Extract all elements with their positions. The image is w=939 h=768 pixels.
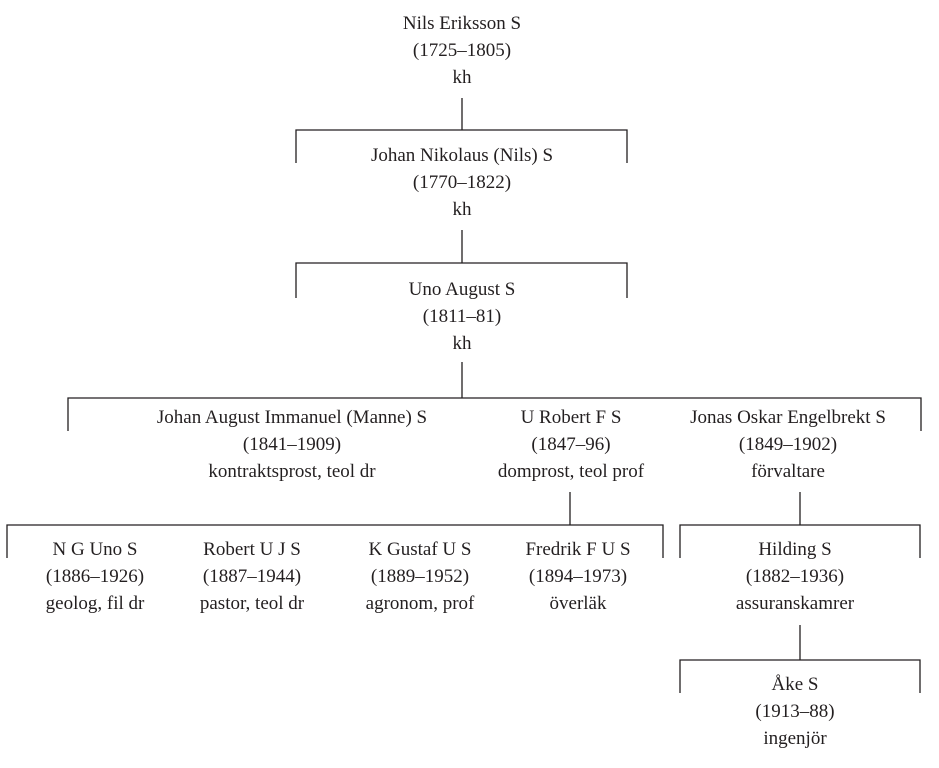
person-fredrik: Fredrik F U S (1894–1973) överläk [525,536,630,617]
person-years: (1889–1952) [370,566,470,587]
person-hilding: Hilding S (1882–1936) assuranskamrer [736,536,854,617]
person-ng-uno: N G Uno S (1886–1926) geolog, fil dr [46,536,145,617]
person-name: Fredrik F U S [525,539,631,560]
person-years: (1847–96) [531,434,611,455]
connector-jonas-oskar [679,492,921,558]
person-johan-august: Johan August Immanuel (Manne) S (1841–19… [157,404,427,485]
person-nils: Nils Eriksson S (1725–1805) kh [403,10,521,91]
connector-johan-nikolaus [295,230,628,298]
connector-hilding [679,625,921,693]
person-johan-nikolaus: Johan Nikolaus (Nils) S (1770–1822) kh [371,142,553,223]
person-name: Jonas Oskar Engelbrekt S [690,407,886,428]
person-uno-august: Uno August S (1811–81) kh [409,276,516,357]
person-title: kh [452,67,472,88]
person-years: (1841–1909) [242,434,342,455]
person-title: domprost, teol prof [497,461,645,482]
person-name: N G Uno S [52,539,138,560]
connector-nils [295,98,628,163]
person-years: (1886–1926) [45,566,145,587]
person-name: Hilding S [758,539,832,560]
person-years: (1894–1973) [528,566,628,587]
person-years: (1770–1822) [412,172,512,193]
person-name: Uno August S [408,279,516,300]
person-years: (1725–1805) [412,40,512,61]
person-title: agronom, prof [365,593,475,614]
person-k-gustaf: K Gustaf U S (1889–1952) agronom, prof [366,536,475,617]
person-title: geolog, fil dr [45,593,145,614]
person-years: (1811–81) [422,306,502,327]
person-u-robert: U Robert F S (1847–96) domprost, teol pr… [498,404,644,485]
person-years: (1913–88) [755,701,835,722]
person-title: assuranskamrer [735,593,855,614]
person-name: Nils Eriksson S [402,13,522,34]
person-name: Robert U J S [203,539,301,560]
person-name: Åke S [771,674,819,695]
person-ake: Åke S (1913–88) ingenjör [755,671,834,752]
person-name: Johan Nikolaus (Nils) S [370,145,554,166]
person-years: (1887–1944) [202,566,302,587]
person-title: förvaltare [751,461,825,482]
person-years: (1849–1902) [738,434,838,455]
person-title: pastor, teol dr [199,593,305,614]
person-robert-uj: Robert U J S (1887–1944) pastor, teol dr [200,536,304,617]
connector-u-robert [6,492,664,558]
person-jonas-oskar: Jonas Oskar Engelbrekt S (1849–1902) för… [690,404,886,485]
person-title: kh [452,333,472,354]
person-title: ingenjör [763,728,827,749]
person-name: U Robert F S [520,407,622,428]
person-name: K Gustaf U S [368,539,472,560]
person-title: överläk [549,593,607,614]
person-years: (1882–1936) [745,566,845,587]
connector-uno-august [67,362,922,431]
person-title: kontraktsprost, teol dr [208,461,376,482]
person-title: kh [452,199,472,220]
person-name: Johan August Immanuel (Manne) S [156,407,428,428]
